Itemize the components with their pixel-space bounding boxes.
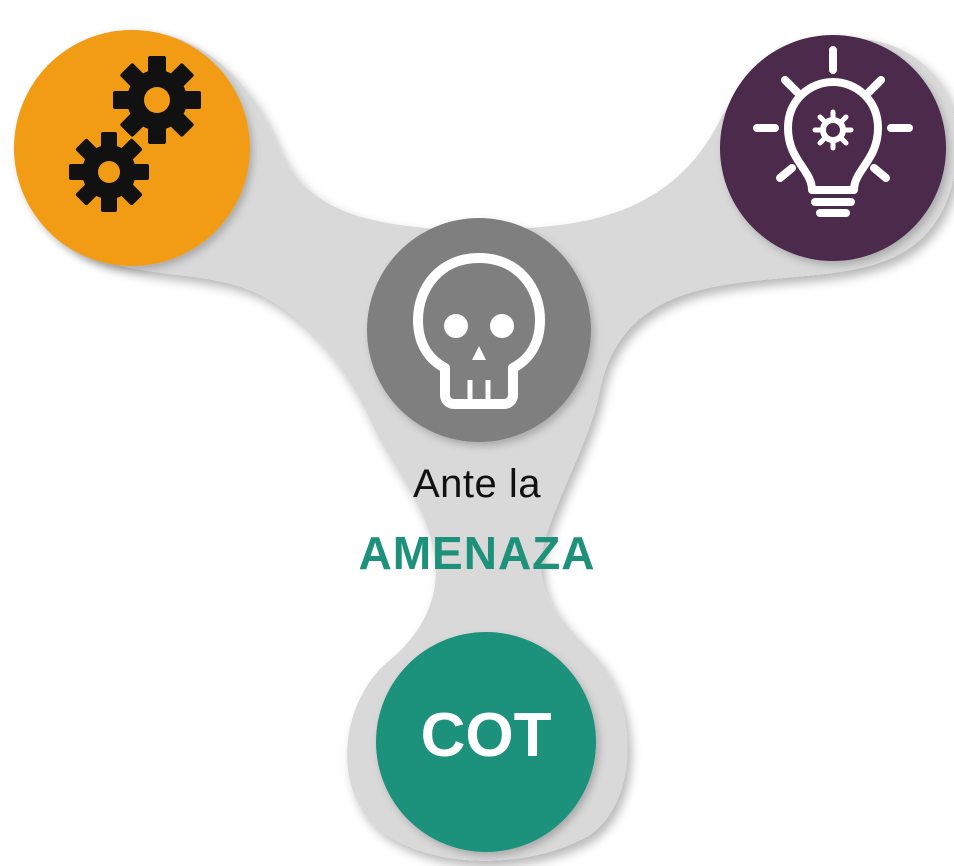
- caption-amenaza: AMENAZA: [358, 527, 596, 579]
- node-center-circle: [367, 218, 591, 442]
- connector-arms: [22, 30, 954, 861]
- node-bottom-circle: [376, 632, 596, 852]
- cot-label: COT: [420, 701, 552, 770]
- node-center: [367, 218, 591, 442]
- caption-ante-la: Ante la: [412, 462, 542, 506]
- node-bottom: [376, 632, 596, 852]
- skull-icon: [413, 253, 545, 409]
- lightbulb-gear-icon: [753, 46, 913, 217]
- connector-frame: [22, 30, 954, 861]
- gears-icon: [69, 56, 201, 212]
